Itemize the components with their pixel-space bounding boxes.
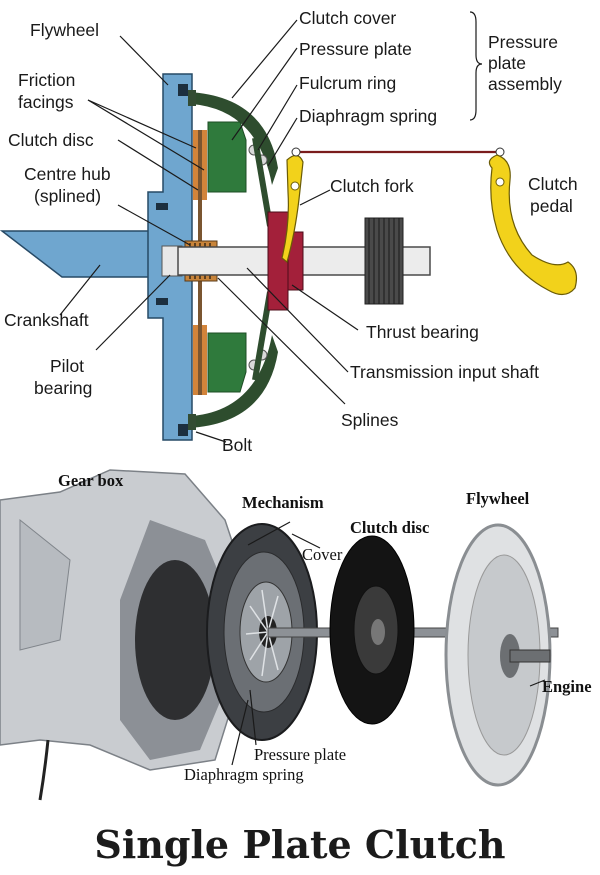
friction-facing-right-top [202,130,207,200]
cross-section-diagram: Flywheel Clutch cover Pressure plate Ful… [0,8,578,455]
diaphragm-spring-top [252,137,273,227]
label-pilot-line2: bearing [34,378,92,398]
label-hub-line1: Centre hub [24,164,111,184]
exploded-clutch-disc-hub [371,619,385,645]
label-splines: Splines [341,410,399,430]
label-input-shaft: Transmission input shaft [350,362,539,382]
label-clutch-fork: Clutch fork [330,176,414,196]
label-assembly-line2: plate [488,53,526,73]
clutch-fork-pivot [290,181,300,191]
leader-lines [59,11,483,443]
label-hub-line2: (splined) [34,186,101,206]
label-cover: Cover [302,545,343,564]
friction-facing-right-bottom [202,325,207,395]
label-pressure-plate-bottom: Pressure plate [254,745,346,764]
label-crankshaft: Crankshaft [4,310,89,330]
crank-bolt-top [156,203,168,210]
label-flywheel-bottom: Flywheel [466,489,530,508]
label-clutch-disc-bottom: Clutch disc [350,518,429,537]
flywheel-bolt-top [178,84,188,96]
crank-bolt-bottom [156,298,168,305]
gear-teeth [368,218,400,304]
clutch-cover-shape-lower [188,335,278,428]
clutch-cover-rim-top [188,90,196,106]
page-title: Single Plate Clutch [94,822,505,867]
label-bolt: Bolt [222,435,252,455]
label-assembly-line1: Pressure [488,32,558,52]
label-friction-line2: facings [18,92,74,112]
label-mechanism: Mechanism [242,493,324,512]
label-diaphragm-spring-bottom: Diaphragm spring [184,765,304,784]
exploded-leader-lines [231,521,546,766]
pressure-plate-bottom [207,332,247,393]
label-diaphragm-spring: Diaphragm spring [299,106,437,126]
clutch-pedal-pivot [495,177,505,187]
engine-shaft-stub [509,649,551,663]
exploded-view-diagram: Gear box Mechanism Cover Clutch disc Fly… [0,469,592,801]
label-gear-box: Gear box [58,471,124,490]
label-engine: Engine [542,677,592,696]
label-pedal-line1: Clutch [528,174,578,194]
label-thrust-bearing: Thrust bearing [366,322,479,342]
label-pilot-line1: Pilot [50,356,84,376]
flywheel-bolt-bottom [178,424,188,436]
label-assembly-line3: assembly [488,74,562,94]
label-flywheel: Flywheel [30,20,99,40]
label-pedal-line2: pedal [530,196,573,216]
clutch-pedal-shape [488,154,578,296]
gearbox-ribs [19,518,71,651]
label-clutch-cover: Clutch cover [299,8,396,28]
rod-joint-left [291,147,301,157]
label-fulcrum-ring: Fulcrum ring [299,73,396,93]
pressure-plate-top [207,121,247,193]
thrust-bearing-ring [267,211,289,311]
gearbox-bore [135,560,215,720]
clutch-cover-shape [188,92,278,185]
gearbox-cable [38,739,50,801]
label-pressure-plate: Pressure plate [299,39,412,59]
clutch-cover-rim-bottom [188,414,196,430]
clutch-fork-shape [281,154,304,264]
crankshaft-shape [0,230,151,278]
label-clutch-disc: Clutch disc [8,130,94,150]
friction-facing-left-bottom [193,325,198,395]
label-friction-line1: Friction [18,70,75,90]
